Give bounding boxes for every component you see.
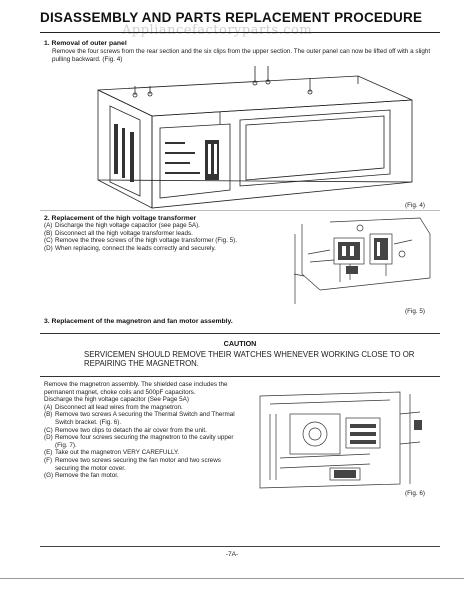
list-item: (E) Take out the magnetron VERY CAREFULL… <box>44 449 240 457</box>
item-text: Remove two screws securing the fan motor… <box>55 456 221 472</box>
list-item: (C) Remove two clips to detach the air c… <box>44 427 240 435</box>
section-3-title: 3. Replacement of the magnetron and fan … <box>44 318 233 325</box>
item-text: Remove the three screws of the high volt… <box>55 237 237 245</box>
section-3-intro: Remove the magnetron assembly. The shiel… <box>44 381 228 396</box>
section-1-title: 1. Removal of outer panel <box>44 40 127 47</box>
page-edge-line <box>0 578 464 579</box>
item-text: Discharge the high voltage capacitor (se… <box>55 222 200 229</box>
list-item: (D) Remove four screws securing the magn… <box>44 434 240 449</box>
list-item: (G) Remove the fan motor. <box>44 472 240 480</box>
page-number: -7A- <box>225 551 239 558</box>
list-item: (C) Remove the three screws of the high … <box>44 237 272 245</box>
list-item: (B) Remove two screws A securing the The… <box>44 411 240 426</box>
item-text: Remove the fan motor. <box>55 472 119 480</box>
item-label: (E) <box>44 449 53 457</box>
section-2-title: 2. Replacement of the high voltage trans… <box>44 215 197 222</box>
item-label: (A) <box>44 403 53 411</box>
fig-6-illustration <box>259 391 422 489</box>
item-text: Remove four screws securing the magnetro… <box>55 434 234 449</box>
item-text: Remove two clips to detach the air cover… <box>55 426 207 434</box>
footer-divider <box>40 546 440 547</box>
fig-6-label: (Fig. 6) <box>405 490 425 497</box>
caution-text: SERVICEMEN SHOULD REMOVE THEIR WATCHES W… <box>84 350 415 369</box>
item-label: (C) <box>44 237 53 245</box>
item-text: Remove two screws A securing the Thermal… <box>55 411 235 426</box>
item-label: (B) <box>44 411 53 419</box>
item-label: (D) <box>44 434 53 442</box>
caution-title: CAUTION <box>223 339 257 348</box>
section-divider <box>40 210 440 211</box>
item-text: Take out the magnetron VERY CAREFULLY. <box>55 449 180 457</box>
list-item: (A) Discharge the high voltage capacitor… <box>44 222 272 230</box>
section-3-discharge: Discharge the high voltage capacitor (Se… <box>44 396 189 404</box>
item-text: When replacing, connect the leads correc… <box>55 244 216 252</box>
list-item: (B) Disconnect all the high voltage tran… <box>44 230 272 238</box>
fig-5-label: (Fig. 5) <box>405 308 425 315</box>
watermark: Appliancefactoryparts.com <box>122 23 313 38</box>
fig-4-illustration <box>97 66 413 209</box>
section-1-text: Remove the four screws from the rear sec… <box>52 48 431 63</box>
caution-box: CAUTION SERVICEMEN SHOULD REMOVE THEIR W… <box>40 333 440 377</box>
item-label: (G) <box>44 472 54 480</box>
header-divider <box>40 32 440 33</box>
section-3-body: Remove the magnetron assembly. The shiel… <box>44 381 240 480</box>
page-title: DISASSEMBLY AND PARTS REPLACEMENT PROCED… <box>40 10 423 25</box>
item-label: (B) <box>44 229 53 237</box>
item-label: (D) <box>44 244 53 252</box>
list-item: (F) Remove two screws securing the fan m… <box>44 457 240 472</box>
list-item: (A) Disconnect all lead wires from the m… <box>44 404 240 412</box>
list-item: (D) When replacing, connect the leads co… <box>44 245 272 253</box>
item-label: (C) <box>44 426 53 434</box>
item-label: (F) <box>44 456 53 464</box>
item-text: Disconnect all the high voltage transfor… <box>55 229 193 237</box>
item-label: (A) <box>44 222 53 229</box>
section-2-list: (A) Discharge the high voltage capacitor… <box>44 222 272 252</box>
item-text: Disconnect all lead wires from the magne… <box>55 403 183 411</box>
fig-5-illustration <box>293 217 431 304</box>
fig-4-label: (Fig. 4) <box>405 202 425 209</box>
page-header: Appliancefactoryparts.com DISASSEMBLY AN… <box>40 10 440 38</box>
